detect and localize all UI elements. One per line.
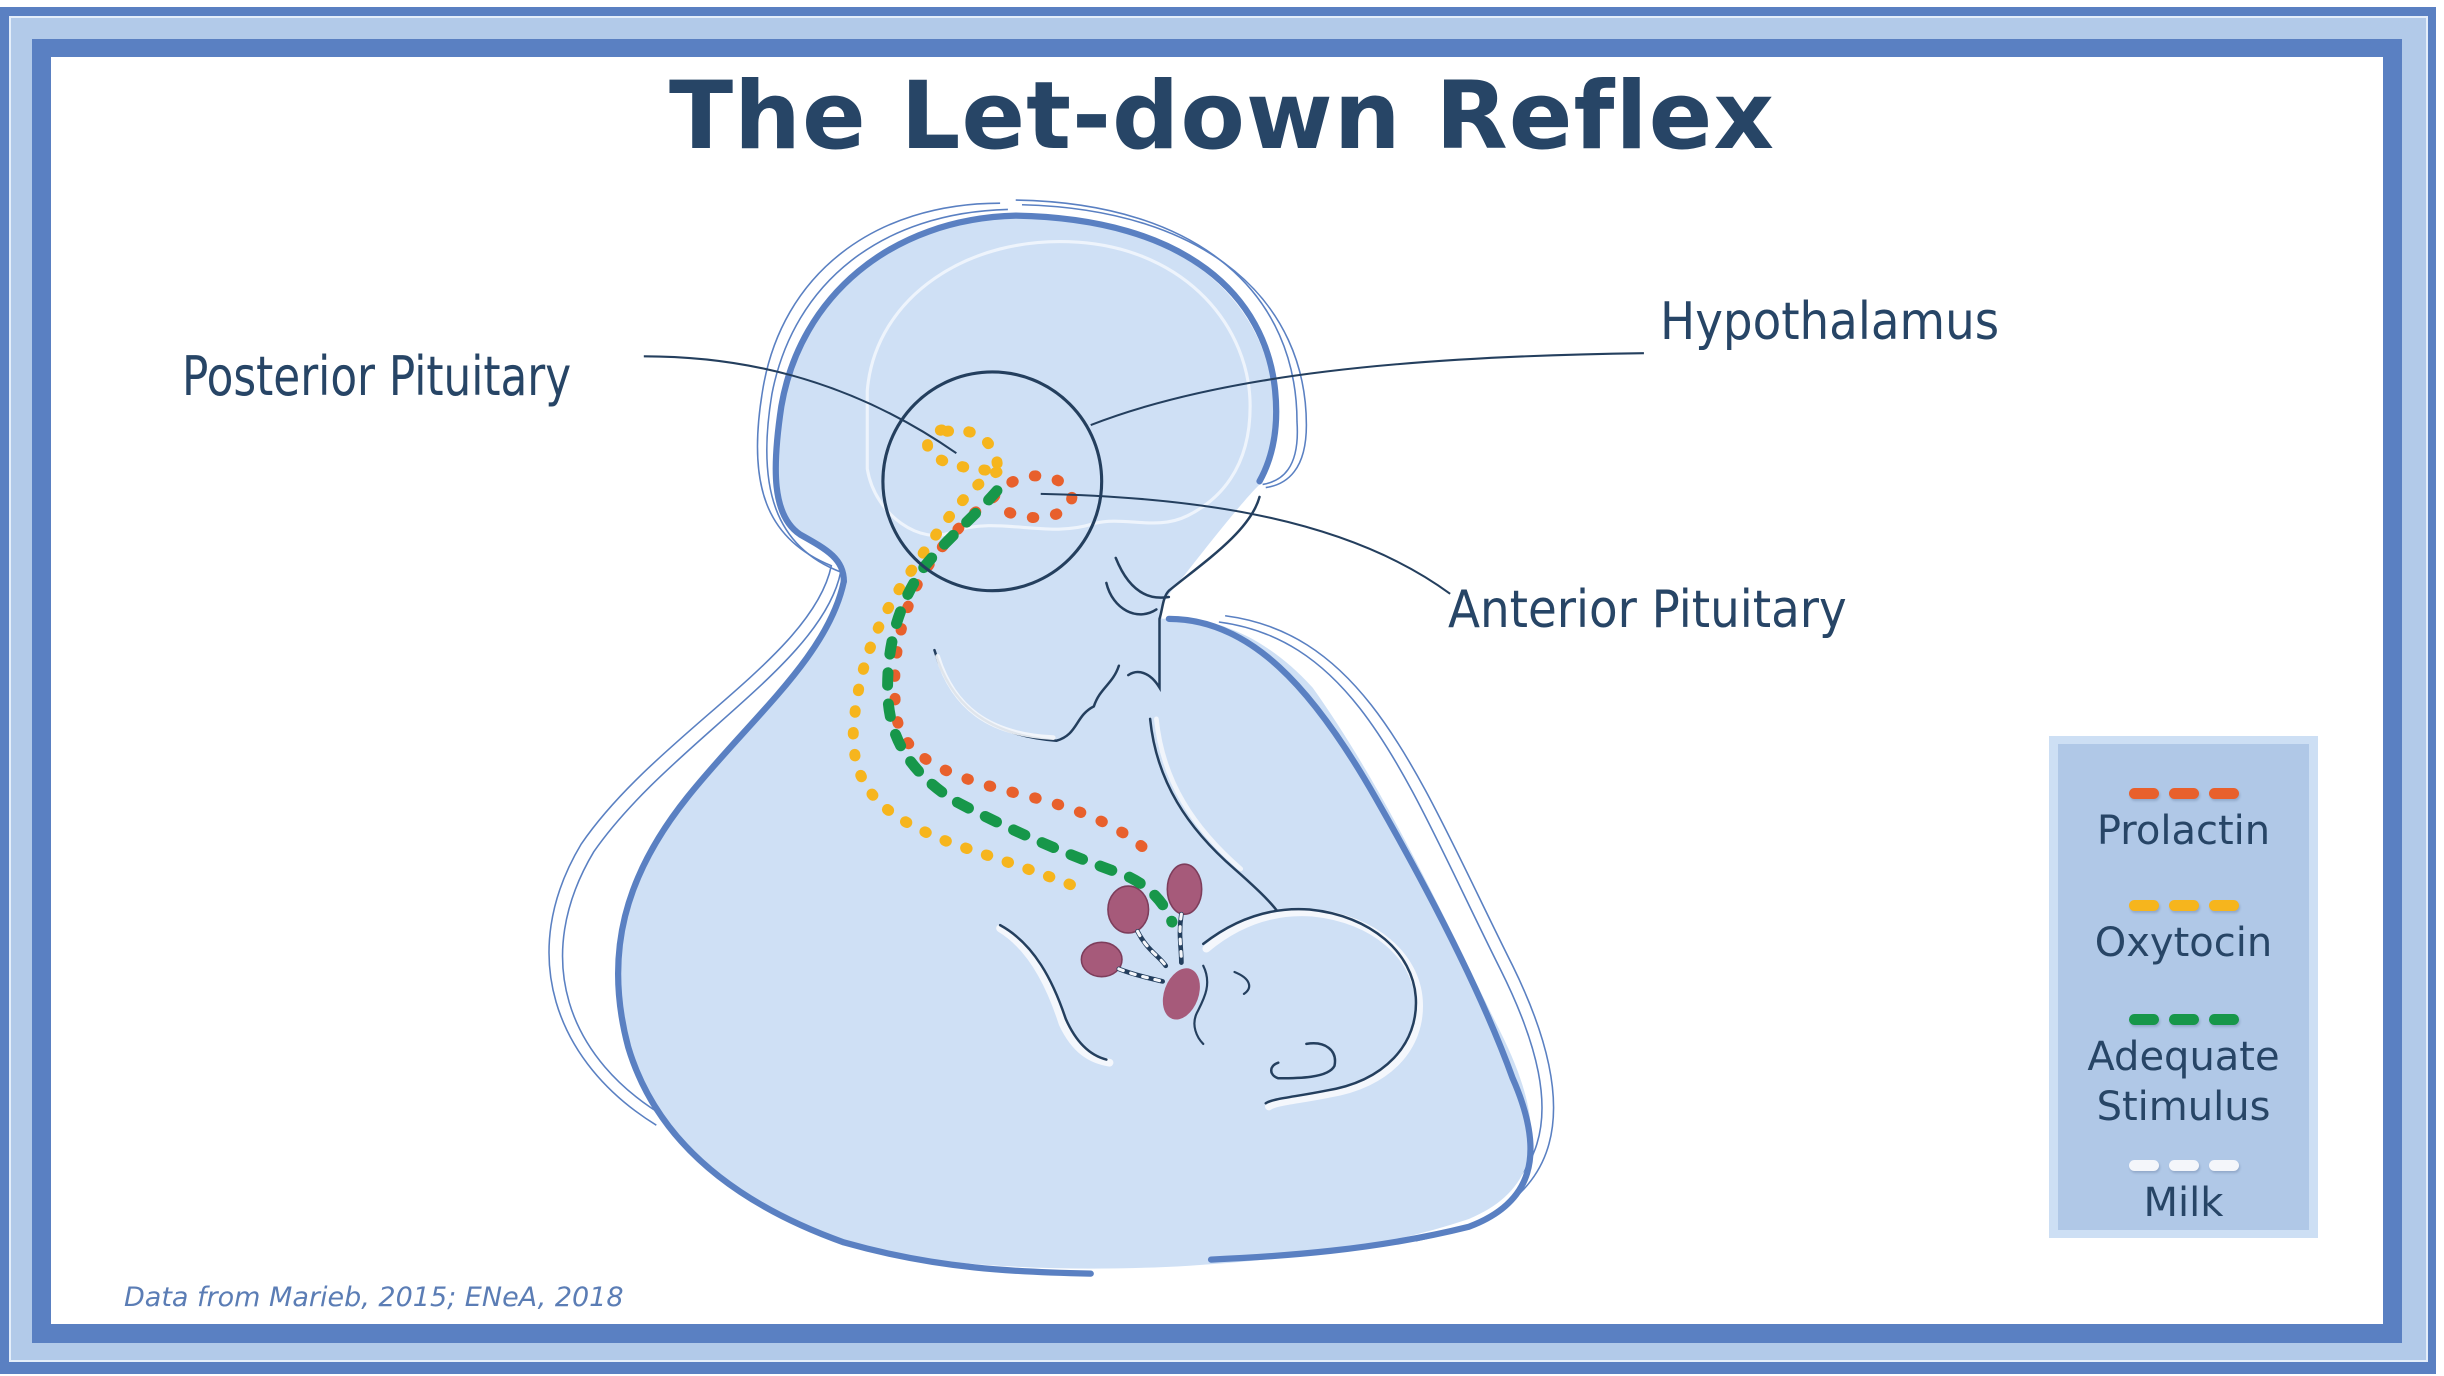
legend-item-milk: Milk (2058, 1160, 2309, 1228)
legend-item-oxytocin: Oxytocin (2058, 900, 2309, 968)
body-outline (615, 212, 1534, 1277)
label-posterior-pituitary: Posterior Pituitary (182, 345, 572, 408)
legend: Prolactin Oxytocin Adequate Stimulus (2049, 736, 2318, 1238)
label-hypothalamus: Hypothalamus (1660, 292, 2000, 352)
green-dashed-line-icon (2058, 1014, 2309, 1026)
dash (2128, 900, 2159, 911)
legend-panel: Prolactin Oxytocin Adequate Stimulus (2058, 744, 2309, 1230)
legend-label: Milk (2143, 1180, 2224, 1226)
leader-hypothalamus (1090, 352, 1644, 427)
legend-label-line2: Stimulus (2096, 1084, 2271, 1130)
legend-label: Oxytocin (2094, 920, 2273, 966)
leader-anterior-pituitary (1040, 492, 1451, 595)
dash (2168, 900, 2199, 911)
dash (2208, 788, 2239, 799)
gland-lobule (1166, 863, 1203, 915)
milk-flow (1136, 929, 1168, 968)
gland-lobule (1107, 885, 1150, 934)
milk-flow (1117, 967, 1165, 983)
brain-magnifier-circle (881, 370, 1104, 593)
leader-lines (643, 352, 1644, 595)
adequate-stimulus-pathway (882, 485, 1178, 928)
source-caption: Data from Marieb, 2015; ENeA, 2018 (124, 1282, 624, 1313)
mother-body (618, 215, 1532, 1269)
dash (2208, 1160, 2239, 1171)
mother-face-highlights (935, 654, 1244, 872)
legend-item-adequate-stimulus: Adequate Stimulus (2058, 1014, 2309, 1132)
slide-title: The Let-down Reflex (668, 62, 1776, 171)
legend-label-line1: Adequate (2087, 1034, 2280, 1080)
legend-label: Prolactin (2096, 808, 2271, 854)
dash (2168, 1014, 2199, 1025)
label-anterior-pituitary: Anterior Pituitary (1448, 580, 1847, 640)
dash (2168, 788, 2199, 799)
dash (2208, 900, 2239, 911)
body-outline-sketch (548, 199, 1555, 1261)
baby (996, 907, 1423, 1111)
dash (2128, 1160, 2159, 1171)
nipple (1162, 968, 1200, 1020)
oxytocin-pathway (847, 424, 1084, 894)
white-dashed-line-icon (2058, 1160, 2309, 1172)
orange-dashed-line-icon (2058, 788, 2309, 800)
legend-item-prolactin: Prolactin (2058, 788, 2309, 856)
mammary-glands (1080, 863, 1203, 1020)
leader-posterior-pituitary (643, 355, 957, 455)
dash (2128, 1014, 2159, 1025)
dash (2128, 788, 2159, 799)
gland-lobule (1080, 941, 1123, 978)
dash (2168, 1160, 2199, 1171)
milk-flow (1178, 912, 1183, 965)
dash (2208, 1014, 2239, 1025)
yellow-dashed-line-icon (2058, 900, 2309, 912)
